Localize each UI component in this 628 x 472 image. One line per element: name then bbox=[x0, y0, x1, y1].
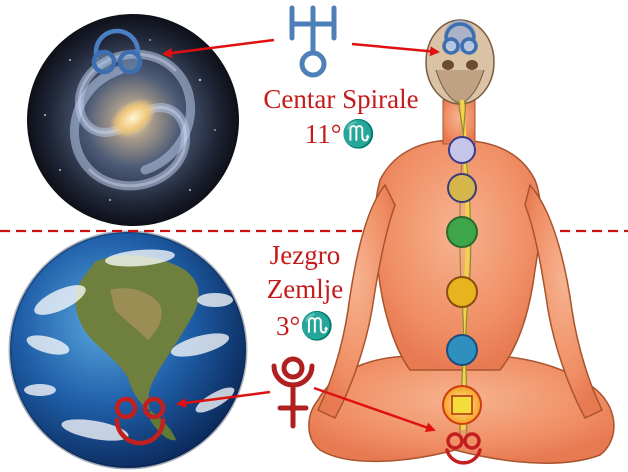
earth-core-label-line1: Jezgro bbox=[269, 240, 341, 270]
galaxy-double-ring-icon bbox=[91, 28, 143, 75]
root-double-ring-icon bbox=[445, 432, 482, 465]
galactic-center-label: Centar Spirale bbox=[263, 84, 419, 114]
earth-core-label-line2: Zemlje bbox=[266, 274, 344, 304]
arrow-uranus-to-galaxy bbox=[162, 38, 275, 58]
arrow-uranus-to-crown bbox=[351, 42, 440, 57]
earth-double-ring-icon bbox=[114, 396, 166, 446]
pluto-icon bbox=[271, 356, 315, 429]
arrows bbox=[162, 38, 440, 433]
earth-image bbox=[8, 230, 248, 470]
meditating-figure bbox=[308, 19, 615, 464]
galactic-center-degree-label: 11°♏ bbox=[304, 119, 376, 149]
arrow-pluto-to-earth bbox=[176, 390, 271, 408]
arrow-pluto-to-root bbox=[313, 386, 436, 433]
earth-core-degree-label: 3°♏ bbox=[276, 311, 334, 341]
crown-double-ring-icon bbox=[442, 22, 478, 55]
uranus-icon bbox=[289, 5, 337, 78]
galaxy-image bbox=[27, 14, 239, 226]
